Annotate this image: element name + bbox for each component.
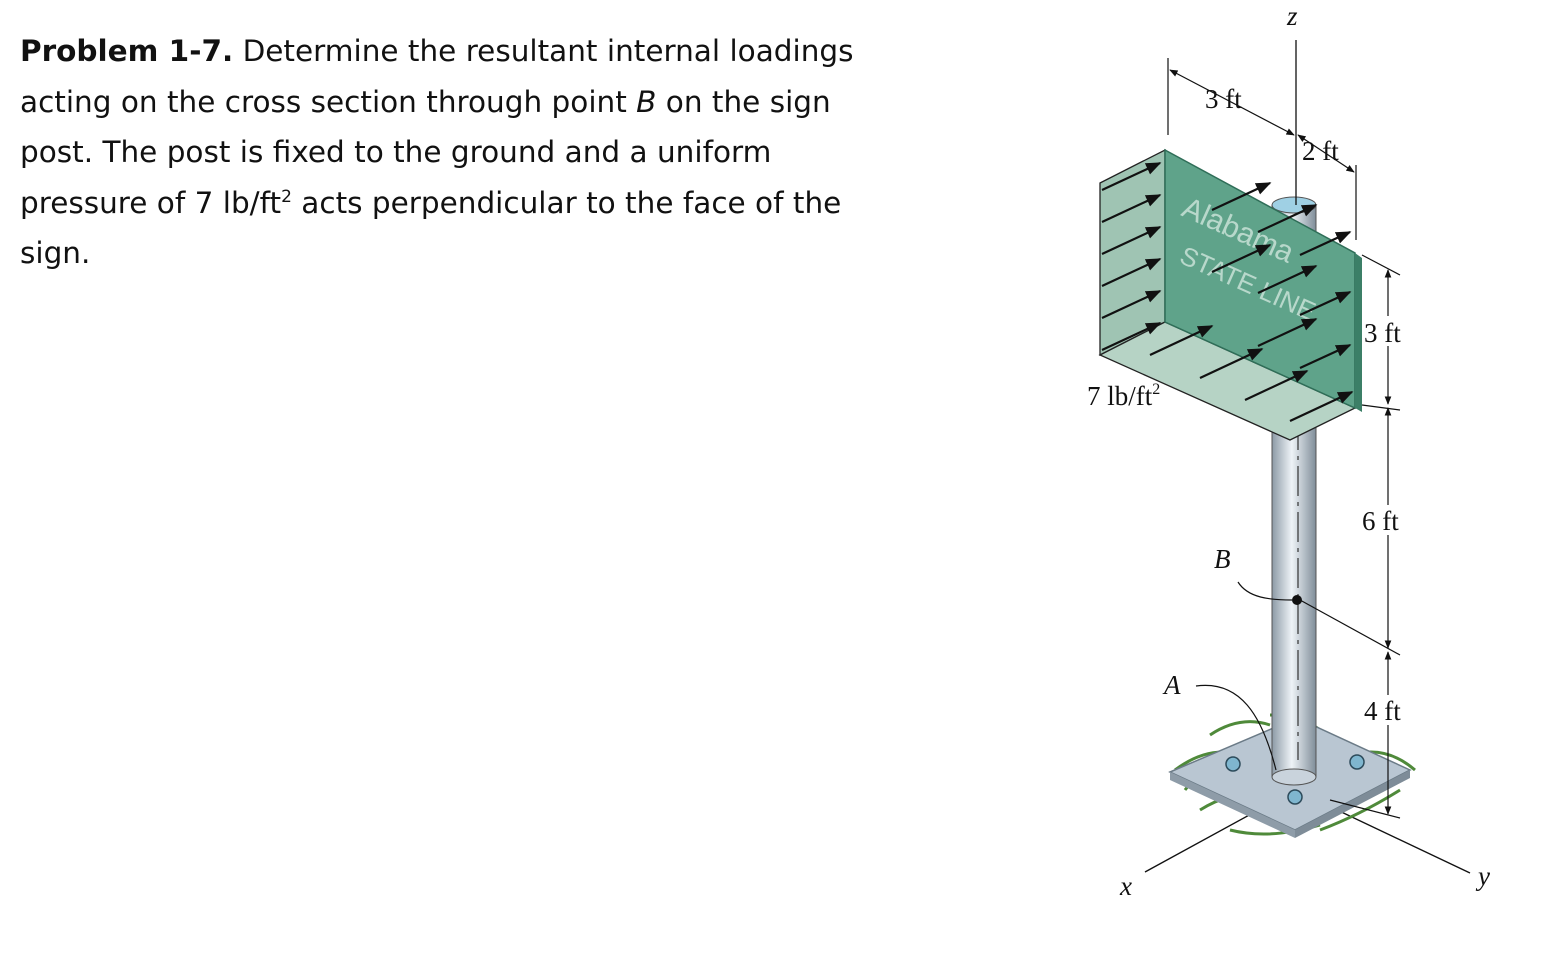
point-a-label: A [1162,670,1181,700]
right-dimension-lines [1299,254,1401,819]
problem-text-1: Determine the resultant internal loading… [20,34,854,119]
pressure-label: 7 lb/ft2 [1087,381,1160,411]
pressure-arrows [1101,162,1354,422]
sign-edge [1355,253,1362,412]
problem-statement: Problem 1-7. Determine the resultant int… [20,26,860,279]
post-foot [1271,768,1317,786]
point-a-leader [1195,684,1277,771]
problem-text-2: on the sign post. The post is fixed to t… [20,84,831,220]
pressure-label-exponent: 2 [1152,381,1160,398]
x-axis-label: x [1119,871,1132,901]
dim-post-bottom-label: 4 ft [1364,696,1401,726]
base-plate-edge-right [1295,770,1410,838]
point-b-reference: B [636,84,657,119]
dim-post-middle-bg [1362,505,1412,535]
y-axis-label: y [1475,861,1490,891]
dim-top-left-line [1169,69,1295,136]
dim-top-left-label: 3 ft [1205,84,1242,114]
base-plate-edge [1170,772,1295,838]
dim-post-middle-label: 6 ft [1362,506,1399,536]
dim-sign-height-label: 3 ft [1364,318,1401,348]
pressure-label-value: 7 lb/ft [1087,381,1153,411]
post-top [1271,196,1317,214]
dim-post-bottom-bg [1362,695,1412,725]
dim-top-right-line [1297,134,1355,173]
pressure-exponent: 2 [281,186,292,207]
point-b-dot [1292,595,1302,605]
z-axis-label: z [1286,1,1298,31]
point-b-leader [1237,581,1293,601]
problem-text-3: acts perpendicular to the face of the si… [20,185,842,271]
dim-top-right-label: 2 ft [1302,136,1339,166]
dim-sign-height-bg [1362,316,1412,346]
problem-heading: Problem 1-7. [20,34,234,68]
point-b-label: B [1214,544,1231,574]
